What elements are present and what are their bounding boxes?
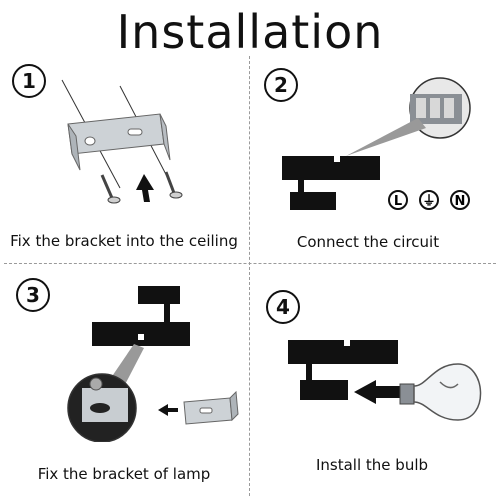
arrow-left-icon: [354, 380, 400, 404]
bulb-install-illustration: [288, 340, 482, 421]
step-4-number: 4: [266, 290, 300, 324]
arrow-left-icon: [158, 404, 178, 416]
step-3-caption: Fix the bracket of lamp: [37, 465, 211, 483]
circuit-illustration: L ⏚ N: [282, 77, 471, 210]
ground-symbol: ⏚: [419, 190, 439, 210]
screw-icon: [100, 174, 121, 204]
svg-text:N: N: [455, 194, 466, 209]
neutral-symbol: N: [450, 190, 470, 210]
step-2-number: 2: [264, 68, 298, 102]
light-bulb-icon: [399, 363, 482, 421]
step-1-caption: Fix the bracket into the ceiling: [10, 232, 238, 250]
step-4-caption: Install the bulb: [315, 456, 429, 474]
horizontal-divider: [4, 263, 496, 264]
vertical-divider: [249, 56, 250, 496]
svg-text:L: L: [394, 194, 402, 209]
svg-text:⏚: ⏚: [422, 194, 435, 209]
step-1-number: 1: [12, 64, 46, 98]
step-3-number: 3: [16, 278, 50, 312]
live-symbol: L: [388, 190, 408, 210]
arrow-up-icon: [136, 174, 154, 202]
step-2-caption: Connect the circuit: [296, 233, 440, 251]
screw-icon: [164, 171, 183, 199]
lamp-bracket-illustration: [67, 286, 239, 442]
ceiling-bracket-illustration: [61, 79, 183, 204]
page-title: Installation: [116, 5, 384, 59]
